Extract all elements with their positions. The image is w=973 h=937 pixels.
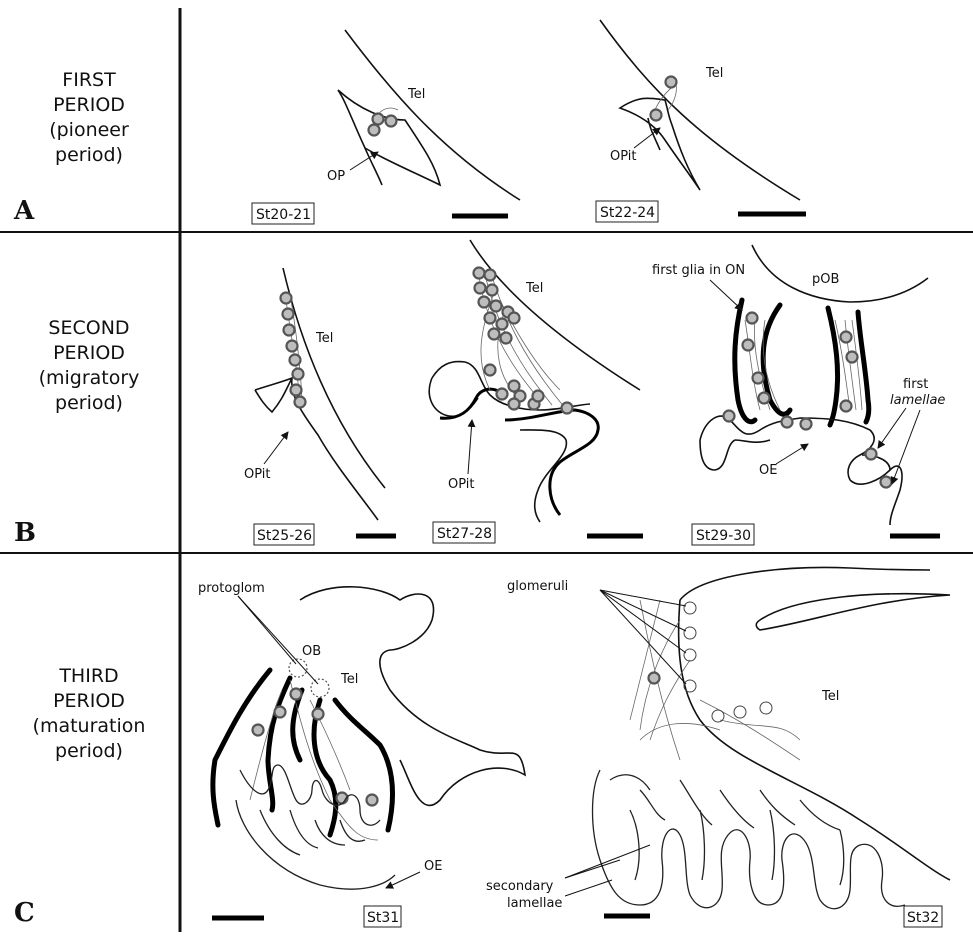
cell	[509, 399, 520, 410]
cell	[666, 77, 677, 88]
cell	[753, 373, 764, 384]
cell	[485, 270, 496, 281]
cell	[367, 795, 378, 806]
label-protoglom: protoglom	[198, 581, 265, 596]
panel-st29-30: first glia in ON pOB first lamellae OE S…	[652, 245, 945, 545]
label-tel: Tel	[525, 281, 543, 296]
cell	[649, 673, 660, 684]
label-lamellae: lamellae	[890, 393, 945, 408]
stage-label: St20-21	[256, 207, 311, 223]
cell	[801, 419, 812, 430]
cell	[287, 341, 298, 352]
label-secondary-lamellae: lamellae	[507, 896, 562, 911]
cell	[489, 329, 500, 340]
cell	[369, 125, 380, 136]
label-oe: OE	[759, 463, 777, 478]
cell	[291, 385, 302, 396]
glomerulus	[760, 702, 772, 714]
cell	[474, 268, 485, 279]
cell	[841, 332, 852, 343]
cell	[847, 352, 858, 363]
cell	[743, 340, 754, 351]
panel-st32: glomeruli Tel secondary lamellae St32	[486, 567, 950, 927]
cell	[509, 313, 520, 324]
stage-label: St25-26	[257, 528, 312, 544]
cell	[759, 393, 770, 404]
cell	[253, 725, 264, 736]
cell	[533, 391, 544, 402]
glomerulus	[684, 627, 696, 639]
cell	[491, 301, 502, 312]
label-secondary: secondary	[486, 879, 554, 894]
cell	[562, 403, 573, 414]
cell	[295, 397, 306, 408]
cell	[373, 114, 384, 125]
stage-label: St22-24	[600, 205, 655, 221]
protoglomerulus	[311, 679, 329, 697]
panel-st31: protoglom OB Tel OE St31	[198, 581, 525, 927]
label-opit: OPit	[244, 467, 271, 482]
label-pob: pOB	[812, 272, 839, 287]
label-first: first	[903, 377, 928, 392]
label-ob: OB	[302, 644, 321, 659]
cell	[782, 417, 793, 428]
panel-st22-24: Tel OPit St22-24	[596, 20, 806, 222]
stage-label: St31	[367, 910, 399, 926]
label-oe: OE	[424, 859, 442, 874]
cell	[651, 110, 662, 121]
glomerulus	[734, 706, 746, 718]
cell	[291, 689, 302, 700]
cell	[485, 313, 496, 324]
cell	[275, 707, 286, 718]
cell	[881, 477, 892, 488]
cell	[485, 365, 496, 376]
cell	[284, 325, 295, 336]
cell	[290, 355, 301, 366]
label-tel: Tel	[340, 672, 358, 687]
cell	[724, 411, 735, 422]
cell	[313, 709, 324, 720]
panel-st27-28: Tel OPit St27-28	[429, 240, 643, 543]
glomerulus	[684, 649, 696, 661]
stage-label: St29-30	[696, 528, 751, 544]
stage-label: St27-28	[437, 526, 492, 542]
cell	[479, 297, 490, 308]
cell	[487, 285, 498, 296]
label-tel: Tel	[705, 66, 723, 81]
cell	[497, 389, 508, 400]
panel-st20-21: Tel OP St20-21	[252, 30, 520, 224]
cell	[841, 401, 852, 412]
label-op: OP	[327, 169, 345, 184]
cell	[497, 319, 508, 330]
glomerulus	[684, 602, 696, 614]
cell	[747, 313, 758, 324]
cell	[475, 283, 486, 294]
label-tel: Tel	[407, 87, 425, 102]
label-tel: Tel	[821, 689, 839, 704]
cell	[281, 293, 292, 304]
label-opit: OPit	[610, 149, 637, 164]
panel-st25-26: Tel OPit St25-26	[244, 268, 396, 545]
cell	[501, 333, 512, 344]
cell	[293, 369, 304, 380]
label-glomeruli: glomeruli	[507, 579, 568, 594]
stage-label: St32	[907, 910, 939, 926]
cell	[866, 449, 877, 460]
label-tel: Tel	[315, 331, 333, 346]
label-first-glia: first glia in ON	[652, 263, 745, 278]
cell	[283, 309, 294, 320]
label-opit: OPit	[448, 477, 475, 492]
glomerulus	[684, 680, 696, 692]
cell	[386, 116, 397, 127]
glomerulus	[712, 710, 724, 722]
